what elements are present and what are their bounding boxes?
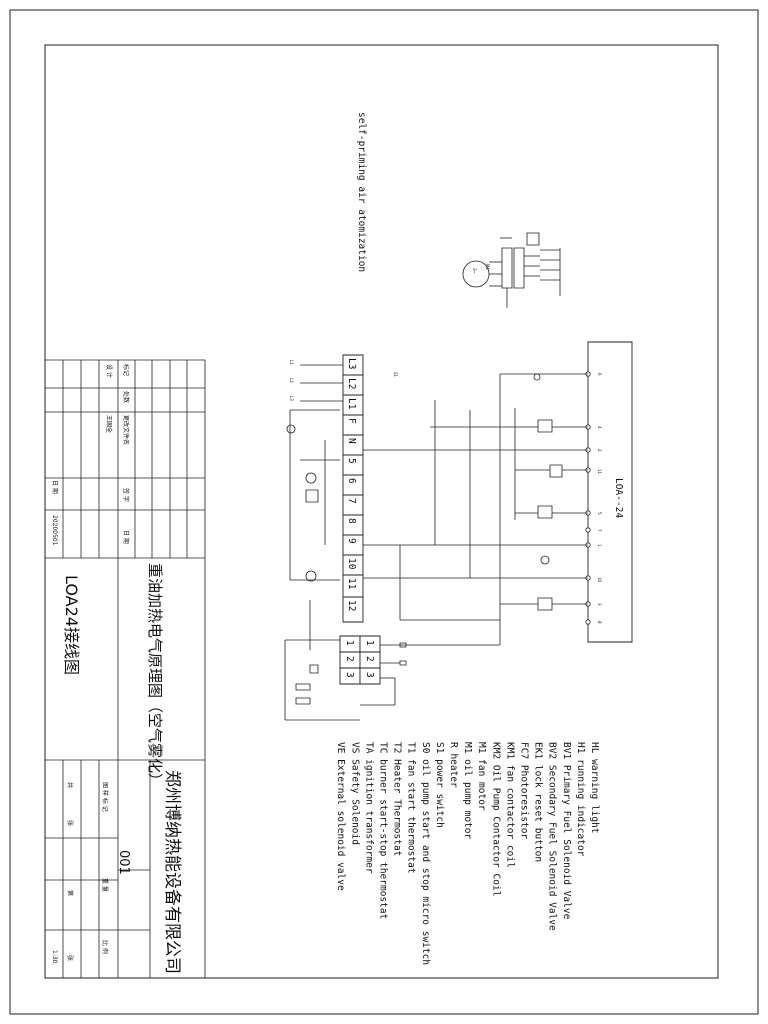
controller-terminal-label: 8 (597, 621, 602, 624)
lower-block-cell-label: 1 (344, 640, 355, 646)
terminal-cell-label: 8 (346, 518, 357, 524)
legend-item: HL warning light (589, 742, 600, 834)
loa24-controller: LOA--24 6 4 2 11 5 7 1 10 3 8 (586, 342, 632, 642)
wiring (285, 374, 588, 720)
legend-item: T1 fan start thermostat (406, 742, 417, 874)
power-switch-label: S1 (393, 372, 398, 378)
legend-item: S1 power switch (434, 742, 445, 828)
controller-terminal-label: 2 (597, 449, 602, 452)
legend-item: VS Safety Solenoid (349, 742, 360, 845)
supply-line-label: L2 (289, 378, 294, 383)
lower-block-cell-label: 1 (364, 640, 375, 646)
label-sheet-2: 张 (66, 955, 74, 961)
label-ratio: 比 例 (101, 940, 109, 954)
terminal-cell-label: F (346, 418, 357, 424)
controller-terminal-label: 10 (597, 577, 602, 583)
label-total: 共 (66, 782, 74, 788)
label-change-doc: 更改文件名 (122, 415, 130, 445)
controller-terminal-label: 1 (597, 544, 602, 547)
terminal-cell-label: 12 (346, 600, 357, 611)
drawing-number: 001 (116, 850, 131, 875)
legend-item: TC burner start-stop thermostat (378, 742, 389, 919)
lower-block-cell (360, 668, 380, 684)
label-mark: 标记 (122, 364, 130, 376)
legend-item: KM1 fan contactor coil (504, 742, 515, 868)
drawing-name: LOA24接线图 (62, 575, 81, 675)
motor-circuit (463, 233, 560, 308)
controller-terminal-label: 5 (597, 512, 602, 515)
legend-item: M1 oil pump motor (462, 742, 473, 840)
terminal-cell-label: L1 (346, 398, 357, 410)
legend-item: VE External solenoid valve (335, 742, 346, 891)
drawing-title: 重油加热电气原理图（空气雾化） (146, 563, 164, 788)
supply-line-label: L3 (289, 396, 294, 401)
controller-label: LOA--24 (613, 478, 624, 518)
title-block-text: 郑州博纳热能设备有限公司 重油加热电气原理图（空气雾化） LOA24接线图 00… (51, 364, 182, 974)
terminal-cell-label: 5 (346, 458, 357, 464)
controller-terminal-label: 6 (597, 373, 602, 376)
label-date-2: 日 期 (51, 480, 59, 494)
lower-block-cell-label: 3 (344, 672, 355, 678)
label-approved: 王国全 (105, 415, 113, 433)
supply-line-label: L1 (289, 360, 294, 365)
diagram-caption: self-priming air atomization (356, 112, 367, 272)
lower-block-cell-label: 3 (364, 672, 375, 678)
lower-block-cell-label: 2 (364, 656, 375, 662)
controller-terminal-label: 3 (597, 603, 602, 606)
legend-item: R heater (448, 742, 459, 788)
terminal-cell-label: 7 (346, 498, 357, 504)
label-signature: 签 字 (122, 488, 130, 502)
company-name: 郑州博纳热能设备有限公司 (162, 770, 182, 974)
terminal-cell-label: L2 (346, 378, 357, 389)
legend-item: BV1 Primary Fuel Solenoid Valve (561, 742, 572, 920)
title-block (45, 360, 205, 978)
motor-label: M1 (485, 264, 490, 270)
terminal-cell-label: 6 (346, 478, 357, 484)
terminal-cell-label: N (346, 438, 357, 444)
controller-terminal-pin (586, 620, 590, 624)
lower-terminal-block: 1 1 2 2 3 3 (340, 636, 380, 684)
legend-item: T2 Heater Thermostat (392, 742, 403, 856)
label-design: 设 计 (105, 364, 113, 378)
label-stage-mark: 图 样 标 记 (101, 782, 109, 812)
legend-item: BV2 Secondary Fuel Solenoid Valve (547, 742, 558, 931)
controller-terminal-label: 4 (597, 426, 602, 429)
label-sheet-no: 第 (66, 890, 74, 896)
outer-border (10, 10, 758, 1014)
label-count: 处数 (122, 391, 130, 403)
terminal-cell (343, 597, 363, 622)
terminal-cell-label: L3 (346, 358, 357, 369)
controller-terminal-pin (586, 528, 590, 532)
legend-item: FC7 Photoresistor (519, 742, 530, 840)
terminal-cell-label: 11 (346, 578, 357, 590)
controller-terminal-label: 7 (597, 529, 602, 532)
label-date: 日 期 (122, 530, 130, 544)
label-sheet: 张 (66, 820, 74, 826)
controller-terminal-label: 11 (597, 469, 602, 475)
drawing-date: 20200501 (51, 515, 58, 546)
legend-item: H1 running indicator (575, 742, 586, 857)
terminal-cell-label: 10 (346, 558, 357, 570)
legend-item: S0 oil pump start and stop micro switch (420, 742, 431, 965)
lower-block-cell-label: 2 (344, 656, 355, 662)
motor-phase: 3~ (472, 268, 477, 274)
label-weight: 重 量 (101, 878, 109, 892)
legend-item: M1 fan motor (476, 742, 487, 811)
legend-item: EK1 lock reset button (533, 742, 544, 862)
legend-item: KM2 Oil Pump Contactor Coil (490, 742, 501, 896)
legend-item: TA ignition transformer (363, 742, 374, 874)
terminal-cell-label: 9 (346, 538, 357, 544)
drawing-scale: 1:30 (51, 950, 58, 964)
